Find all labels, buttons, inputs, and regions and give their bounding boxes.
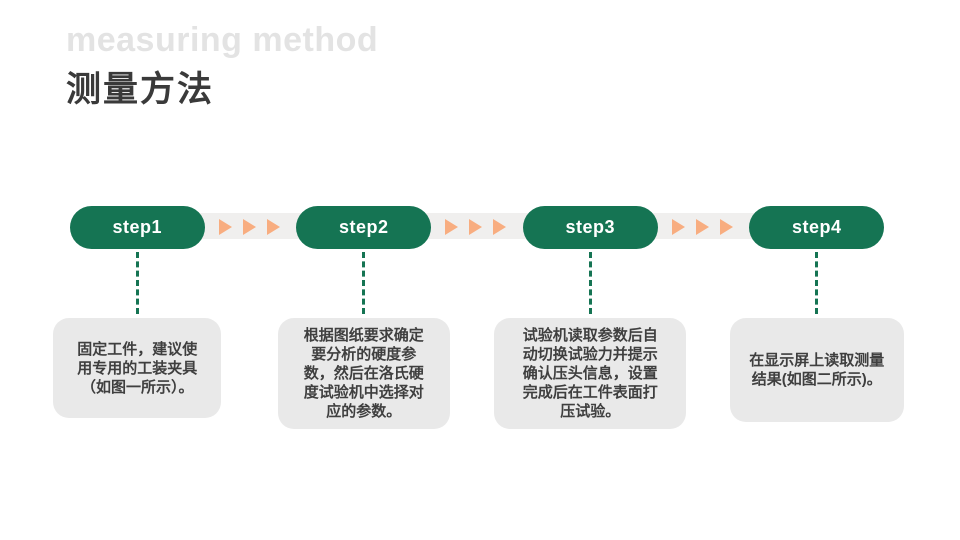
title-block: measuring method 测量方法 xyxy=(66,20,378,112)
step3-description: 试验机读取参数后自 动切换试验力并提示 确认压头信息，设置 完成后在工件表面打 … xyxy=(494,318,687,429)
step-pill-row: step1 step2 step3 step4 xyxy=(24,206,930,249)
triangle-arrow-icon xyxy=(671,219,685,235)
triangle-arrow-icon xyxy=(469,219,482,235)
arrow-group-2 xyxy=(445,219,506,235)
page-title: 测量方法 xyxy=(66,70,215,109)
step2-pill-cell: step2 xyxy=(251,206,478,249)
step3-pill: step3 xyxy=(522,206,658,249)
step-description-row: 固定工件，建议使 用专用的工装夹具 （如图一所示）。 根据图纸要求确定 要分析的… xyxy=(24,252,930,429)
triangle-arrow-icon xyxy=(493,219,506,235)
dashed-connector xyxy=(588,252,592,314)
arrow-group-3 xyxy=(671,219,733,235)
step2-column: 根据图纸要求确定 要分析的硬度参 数，然后在洛氏硬 度试验机中选择对 应的参数。 xyxy=(251,252,478,429)
dashed-connector xyxy=(135,252,139,314)
triangle-arrow-icon xyxy=(719,219,733,235)
step4-pill-cell: step4 xyxy=(704,206,931,249)
subtitle-english: measuring method xyxy=(66,21,379,59)
step1-description: 固定工件，建议使 用专用的工装夹具 （如图一所示）。 xyxy=(53,318,222,418)
triangle-arrow-icon xyxy=(242,219,256,235)
dashed-connector xyxy=(362,252,366,314)
step4-description: 在显示屏上读取测量 结果(如图二所示)。 xyxy=(729,318,904,422)
triangle-arrow-icon xyxy=(266,219,280,235)
arrow-group-1 xyxy=(218,219,280,235)
triangle-arrow-icon xyxy=(445,219,458,235)
step2-pill: step2 xyxy=(296,206,432,249)
step3-pill-cell: step3 xyxy=(477,206,704,249)
step1-pill-cell: step1 xyxy=(24,206,251,249)
step3-column: 试验机读取参数后自 动切换试验力并提示 确认压头信息，设置 完成后在工件表面打 … xyxy=(477,252,704,429)
triangle-arrow-icon xyxy=(695,219,709,235)
step4-column: 在显示屏上读取测量 结果(如图二所示)。 xyxy=(704,252,931,429)
dashed-connector xyxy=(815,252,819,314)
step4-pill: step4 xyxy=(749,206,885,249)
step1-column: 固定工件，建议使 用专用的工装夹具 （如图一所示）。 xyxy=(24,252,251,429)
triangle-arrow-icon xyxy=(218,219,232,235)
step2-description: 根据图纸要求确定 要分析的硬度参 数，然后在洛氏硬 度试验机中选择对 应的参数。 xyxy=(277,318,450,429)
step1-pill: step1 xyxy=(69,206,205,249)
